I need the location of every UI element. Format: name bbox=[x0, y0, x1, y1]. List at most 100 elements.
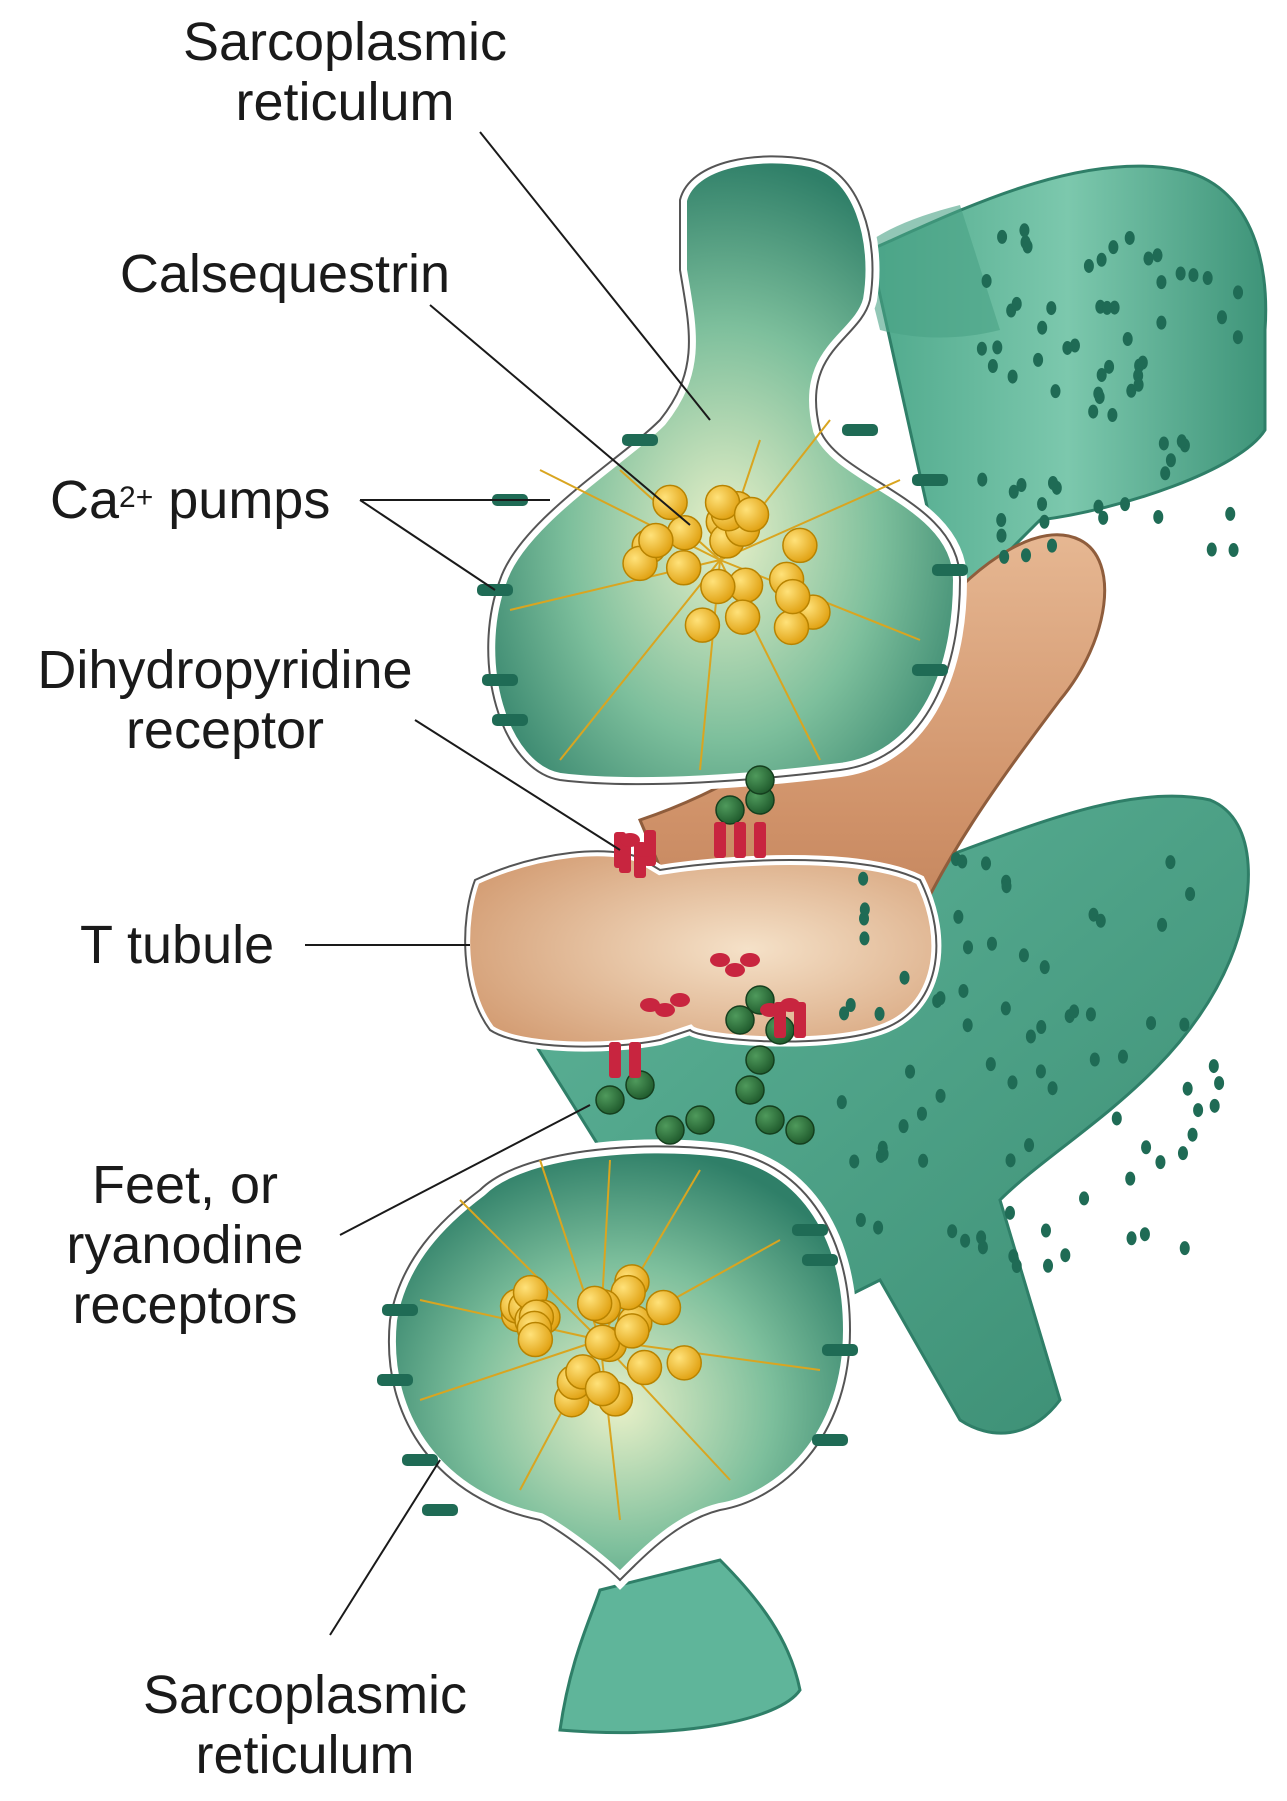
label-ca-pumps: Ca2+ pumps bbox=[50, 470, 370, 530]
label-dhp-line1: Dihydropyridine bbox=[15, 640, 435, 700]
surface-dot bbox=[1166, 453, 1176, 467]
surface-dot bbox=[1153, 510, 1163, 524]
surface-dot bbox=[936, 1089, 946, 1103]
surface-dot bbox=[963, 940, 973, 954]
surface-dot bbox=[1096, 914, 1106, 928]
ca-pump bbox=[622, 434, 658, 446]
calsequestrin-ball bbox=[628, 1351, 662, 1385]
surface-dot bbox=[1079, 1191, 1089, 1205]
label-sr-bottom-line2: reticulum bbox=[115, 1725, 495, 1785]
label-t-tubule-text: T tubule bbox=[80, 915, 300, 975]
surface-dot bbox=[1233, 285, 1243, 299]
dhp-particle bbox=[655, 1003, 675, 1017]
dhp-particle bbox=[670, 993, 690, 1007]
surface-dot bbox=[1179, 1018, 1189, 1032]
surface-dot bbox=[1188, 1128, 1198, 1142]
label-sr-bottom-line1: Sarcoplasmic bbox=[115, 1665, 495, 1725]
surface-dot bbox=[849, 1154, 859, 1168]
surface-dot bbox=[859, 931, 869, 945]
surface-dot bbox=[900, 971, 910, 985]
dhp-particle bbox=[780, 998, 800, 1012]
ryanodine-foot bbox=[596, 1086, 624, 1114]
surface-dot bbox=[1183, 1082, 1193, 1096]
surface-dot bbox=[977, 473, 987, 487]
dhp-particle bbox=[740, 953, 760, 967]
leader-ca-pumps-2 bbox=[360, 500, 495, 590]
surface-dot bbox=[999, 550, 1009, 564]
calsequestrin-ball bbox=[726, 600, 760, 634]
dhp-receptor bbox=[754, 822, 766, 858]
surface-dot bbox=[1084, 259, 1094, 273]
surface-dot bbox=[1217, 310, 1227, 324]
dhp-receptor bbox=[629, 1042, 641, 1078]
surface-dot bbox=[1026, 1029, 1036, 1043]
surface-dot bbox=[1123, 332, 1133, 346]
ca-pump bbox=[842, 424, 878, 436]
calsequestrin-ball bbox=[774, 610, 808, 644]
surface-dot bbox=[1009, 485, 1019, 499]
surface-dot bbox=[1214, 1076, 1224, 1090]
surface-dot bbox=[1176, 267, 1186, 281]
label-sr-top-line1: Sarcoplasmic bbox=[160, 12, 530, 72]
surface-dot bbox=[858, 872, 868, 886]
surface-dot bbox=[958, 984, 968, 998]
surface-dot bbox=[1127, 1231, 1137, 1245]
dhp-receptor bbox=[714, 822, 726, 858]
surface-dot bbox=[1155, 1155, 1165, 1169]
surface-dot bbox=[918, 1154, 928, 1168]
ryanodine-foot bbox=[786, 1116, 814, 1144]
surface-dot bbox=[1040, 960, 1050, 974]
ca-pump bbox=[492, 714, 528, 726]
leader-calsequestrin bbox=[430, 305, 690, 525]
surface-dot bbox=[997, 230, 1007, 244]
dhp-particle bbox=[620, 833, 640, 847]
surface-dot bbox=[957, 855, 967, 869]
surface-dot bbox=[986, 1057, 996, 1071]
dhp-particle bbox=[760, 1003, 780, 1017]
surface-dot bbox=[1153, 248, 1163, 262]
surface-dot bbox=[1021, 548, 1031, 562]
surface-dot bbox=[963, 1018, 973, 1032]
surface-dot bbox=[960, 1234, 970, 1248]
label-sr-top: Sarcoplasmic reticulum bbox=[160, 12, 530, 132]
dhp-particle bbox=[635, 843, 655, 857]
calsequestrin-ball bbox=[667, 551, 701, 585]
surface-dot bbox=[1157, 918, 1167, 932]
label-dhp: Dihydropyridine receptor bbox=[15, 640, 435, 760]
surface-dot bbox=[1069, 1004, 1079, 1018]
surface-dot bbox=[1050, 384, 1060, 398]
calsequestrin-ball bbox=[639, 523, 673, 557]
surface-dot bbox=[860, 902, 870, 916]
surface-dot bbox=[1143, 251, 1153, 265]
surface-dot bbox=[1120, 497, 1130, 511]
calsequestrin-ball bbox=[776, 580, 810, 614]
surface-dot bbox=[1033, 353, 1043, 367]
surface-dot bbox=[839, 1006, 849, 1020]
label-t-tubule: T tubule bbox=[80, 915, 300, 975]
label-sr-bottom: Sarcoplasmic reticulum bbox=[115, 1665, 495, 1785]
label-feet: Feet, or ryanodine receptors bbox=[40, 1155, 330, 1335]
surface-dot bbox=[1007, 1075, 1017, 1089]
surface-dot bbox=[856, 1213, 866, 1227]
surface-dot bbox=[1008, 370, 1018, 384]
surface-dot bbox=[1203, 271, 1213, 285]
surface-dot bbox=[1233, 330, 1243, 344]
calsequestrin-ball bbox=[585, 1372, 619, 1406]
surface-dot bbox=[1024, 1138, 1034, 1152]
surface-dot bbox=[1102, 301, 1112, 315]
ryanodine-foot bbox=[736, 1076, 764, 1104]
dhp-particle bbox=[710, 953, 730, 967]
calsequestrin-ball bbox=[783, 528, 817, 562]
surface-dot bbox=[1046, 301, 1056, 315]
surface-dot bbox=[1177, 434, 1187, 448]
surface-dot bbox=[1160, 466, 1170, 480]
surface-dot bbox=[1112, 1111, 1122, 1125]
dhp-particle bbox=[725, 963, 745, 977]
surface-dot bbox=[1001, 1001, 1011, 1015]
calsequestrin-ball bbox=[685, 608, 719, 642]
surface-dot bbox=[1012, 297, 1022, 311]
surface-dot bbox=[976, 1230, 986, 1244]
surface-dot bbox=[878, 1141, 888, 1155]
label-feet-line1: Feet, or bbox=[40, 1155, 330, 1215]
